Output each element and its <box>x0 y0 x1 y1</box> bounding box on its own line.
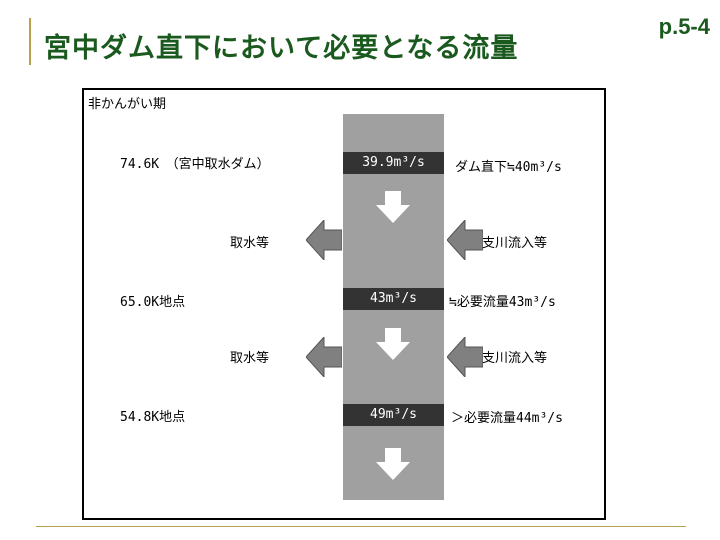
footer-rule <box>36 526 686 527</box>
flow-value-54-8k: 49m³/s <box>343 404 444 426</box>
inflow-arrow-icon <box>447 220 483 260</box>
withdrawal-arrow-icon <box>306 220 342 260</box>
title-accent-rule <box>29 18 31 65</box>
point-label-65-0k: 65.0K地点 <box>120 295 186 310</box>
flow-note-65-0k: ≒必要流量43m³/s <box>449 295 556 310</box>
flow-note-54-8k: ＞必要流量44m³/s <box>451 411 563 426</box>
flow-value-65-0k: 43m³/s <box>343 288 444 310</box>
point-label-54-8k: 54.8K地点 <box>120 410 186 425</box>
inflow-label: 支川流入等 <box>482 351 548 366</box>
withdrawal-arrow-icon <box>306 337 342 377</box>
point-label-74-6k: 74.6K （宮中取水ダム） <box>120 157 270 172</box>
downstream-arrow-icon <box>376 191 410 223</box>
page-number: p.5-4 <box>658 14 710 39</box>
downstream-arrow-icon <box>376 328 410 360</box>
downstream-arrow-icon <box>376 448 410 480</box>
flow-note-74-6k: ダム直下≒40m³/s <box>455 160 562 175</box>
inflow-arrow-icon <box>447 337 483 377</box>
withdrawal-label: 取水等 <box>230 236 270 251</box>
flow-value-74-6k: 39.9m³/s <box>343 152 444 174</box>
season-label: 非かんがい期 <box>88 97 167 112</box>
inflow-label: 支川流入等 <box>482 236 548 251</box>
page-title: 宮中ダム直下において必要となる流量 <box>44 33 519 64</box>
withdrawal-label: 取水等 <box>230 351 270 366</box>
